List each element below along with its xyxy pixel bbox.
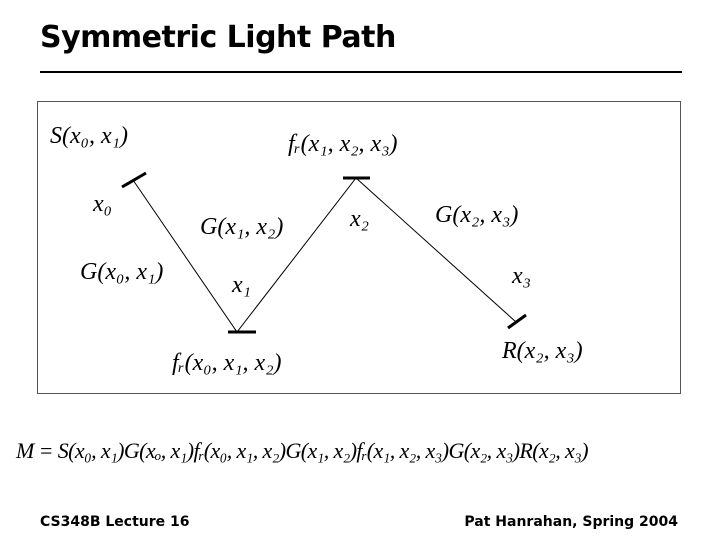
- label-fr-bottom: fᵣ(x₀, x₁, x₂): [172, 350, 282, 376]
- label-g23: G(x₂, x₃): [435, 202, 519, 228]
- x3-surface-tick: [507, 313, 527, 330]
- label-x3: x₃: [512, 263, 531, 289]
- title-divider: [40, 71, 682, 73]
- label-receiver: R(x₂, x₃): [502, 338, 583, 364]
- slide-title: Symmetric Light Path: [40, 20, 396, 55]
- label-source: S(x₀, x₁): [50, 123, 128, 149]
- label-x0: x₀: [93, 191, 112, 217]
- x0-surface-tick: [121, 171, 147, 189]
- label-fr-top: fᵣ(x₁, x₂, x₃): [288, 131, 398, 157]
- footer-course: CS348B Lecture 16: [40, 514, 190, 530]
- label-x2: x₂: [350, 206, 369, 232]
- label-g12: G(x₁, x₂): [200, 214, 284, 240]
- footer-author: Pat Hanrahan, Spring 2004: [464, 514, 678, 530]
- label-g01: G(x₀, x₁): [80, 259, 164, 285]
- measurement-equation: M = S(x₀, x₁)G(xₒ, x₁)fᵣ(x₀, x₁, x₂)G(x₁…: [16, 438, 589, 463]
- label-x1: x₁: [232, 272, 251, 298]
- light-path-line: [132, 177, 517, 333]
- diagram-frame: [37, 101, 681, 394]
